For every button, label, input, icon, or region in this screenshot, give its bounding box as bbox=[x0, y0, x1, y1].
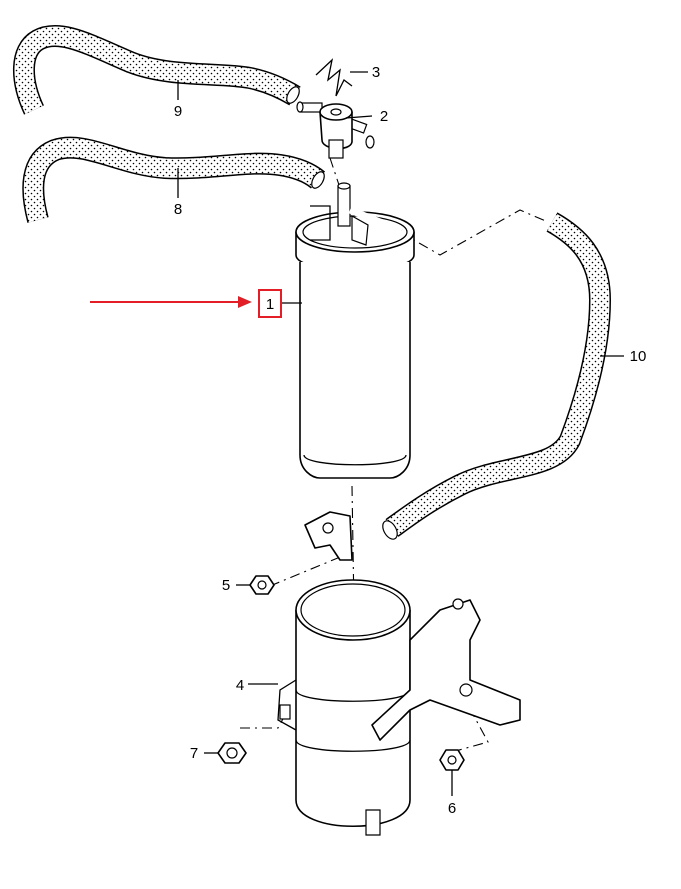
label-part-5: 5 bbox=[222, 577, 230, 594]
highlight-box bbox=[258, 289, 282, 318]
nut-7 bbox=[217, 742, 247, 764]
fuel-filter-1 bbox=[295, 182, 415, 479]
highlight-marker bbox=[90, 289, 282, 318]
retaining-clip-3 bbox=[315, 58, 353, 97]
connection-line bbox=[399, 209, 549, 256]
label-part-6: 6 bbox=[448, 800, 456, 817]
label-part-9: 9 bbox=[174, 103, 182, 120]
nut-5 bbox=[249, 575, 275, 595]
label-part-10: 10 bbox=[630, 348, 647, 365]
filter-bracket-4 bbox=[277, 511, 521, 836]
connection-line bbox=[451, 704, 489, 753]
leader-line-2 bbox=[345, 115, 373, 119]
highlight-arrow-head bbox=[238, 296, 252, 308]
label-part-8: 8 bbox=[174, 201, 182, 218]
hose-10 bbox=[382, 212, 612, 540]
tee-connector-2 bbox=[296, 101, 375, 159]
label-part-1: 1 bbox=[266, 296, 274, 313]
label-part-4: 4 bbox=[236, 677, 244, 694]
label-part-2: 2 bbox=[380, 108, 388, 125]
label-part-7: 7 bbox=[190, 745, 198, 762]
hose-9 bbox=[13, 25, 301, 115]
hose-8 bbox=[22, 136, 326, 223]
nut-6 bbox=[439, 749, 465, 771]
label-part-3: 3 bbox=[372, 64, 380, 81]
connection-line bbox=[329, 157, 341, 189]
connection-line bbox=[269, 554, 346, 587]
